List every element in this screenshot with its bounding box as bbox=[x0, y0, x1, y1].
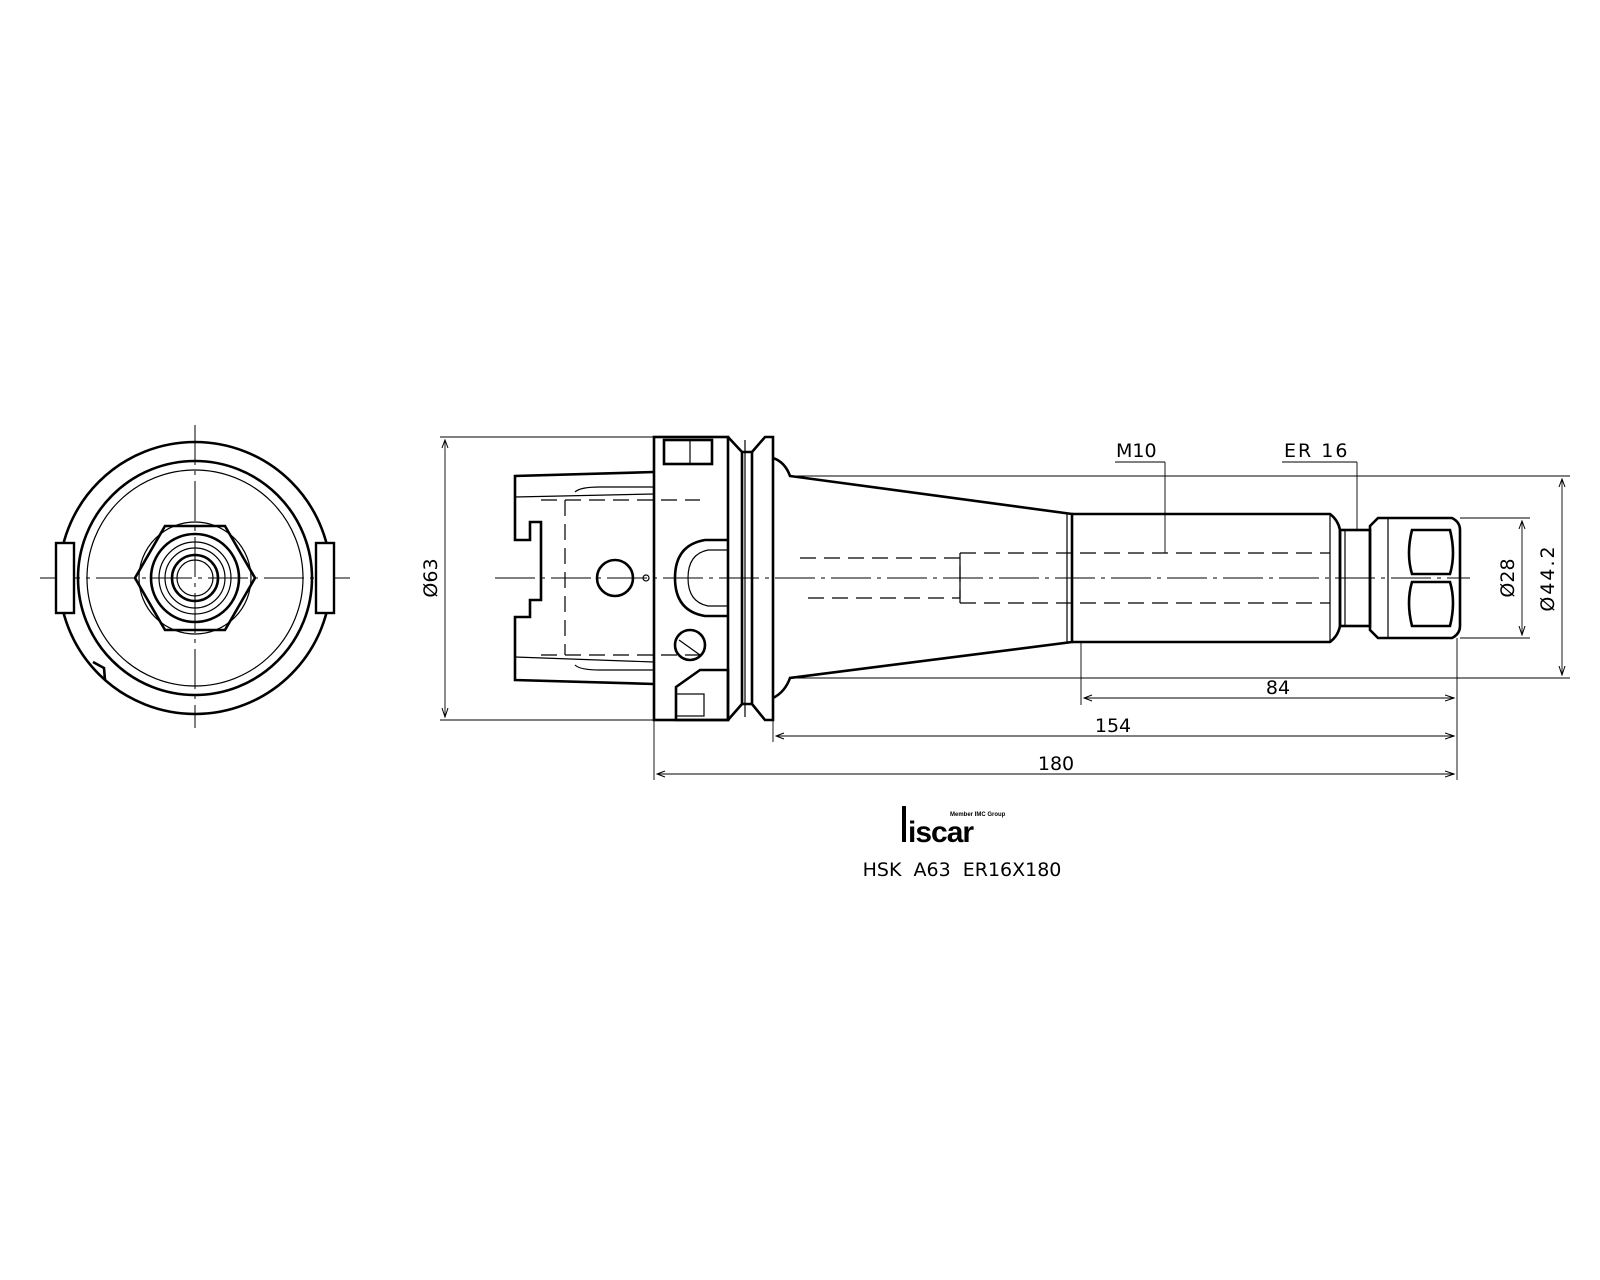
drive-key-right bbox=[314, 541, 336, 615]
hex-nut-outline bbox=[133, 524, 257, 632]
dim-flange-diameter: Ø63 bbox=[420, 558, 442, 597]
dim-front-length: 84 bbox=[1266, 677, 1290, 699]
dim-gauge-length: 154 bbox=[1095, 715, 1131, 737]
u-pocket-outer bbox=[673, 538, 728, 618]
dim-nose-diameter: Ø44.2 bbox=[1537, 544, 1559, 611]
bore-circle bbox=[170, 553, 220, 603]
hsk-shank-upper-line bbox=[514, 493, 655, 498]
collet-nut-flat-top bbox=[1407, 528, 1455, 576]
part-designation: HSK A63 ER16X180 bbox=[863, 859, 1062, 881]
logo-wordmark: iscar bbox=[908, 816, 974, 849]
small-hole bbox=[642, 574, 650, 582]
orientation-hole bbox=[673, 628, 707, 662]
logo-block: Member IMC Group iscar bbox=[902, 806, 1006, 849]
gripper-groove-left bbox=[727, 436, 744, 721]
collet-circle-mid bbox=[164, 547, 226, 609]
flange-inner-circle bbox=[76, 459, 314, 697]
thread-label: M10 bbox=[1116, 440, 1157, 462]
end-view bbox=[40, 425, 350, 728]
hsk-shank-lower-line bbox=[514, 656, 655, 663]
chip-slot bbox=[674, 668, 730, 722]
side-view bbox=[495, 435, 1470, 722]
collet-nut-flat-bottom bbox=[1407, 580, 1455, 628]
coolant-hole bbox=[595, 558, 635, 598]
gripper-groove-floor bbox=[742, 450, 754, 706]
orientation-hole-slash bbox=[678, 639, 701, 656]
hsk-inner-arc-bottom bbox=[574, 664, 654, 671]
orientation-notch bbox=[92, 660, 107, 681]
taper-body-outline bbox=[772, 456, 1074, 700]
gripper-groove-right bbox=[750, 435, 775, 722]
flange-top-slot bbox=[662, 438, 714, 466]
logo-tagline: Member IMC Group bbox=[950, 812, 1006, 818]
taper-circle bbox=[86, 469, 304, 687]
drive-key-left bbox=[54, 541, 76, 615]
collet-circle-outer bbox=[158, 541, 232, 615]
hsk-shank-outline bbox=[513, 470, 655, 686]
collet-nut-outline bbox=[1368, 516, 1462, 640]
dimensions: Ø63 Ø28 Ø44.2 M10 ER 16 84 154 180 bbox=[420, 436, 1570, 780]
logo-stroke-mark bbox=[902, 806, 906, 842]
chip-slot-insert bbox=[675, 693, 705, 717]
hsk-inner-arc-top bbox=[574, 486, 654, 493]
dim-overall-length: 180 bbox=[1038, 753, 1074, 775]
collet-type-label: ER 16 bbox=[1284, 440, 1349, 462]
u-pocket-inner bbox=[687, 549, 728, 607]
dim-collet-nut-diameter: Ø28 bbox=[1497, 558, 1519, 597]
bore-inner-circle bbox=[176, 559, 214, 597]
nut-face-circle bbox=[149, 532, 241, 624]
hex-chamfer-circle bbox=[138, 521, 252, 635]
